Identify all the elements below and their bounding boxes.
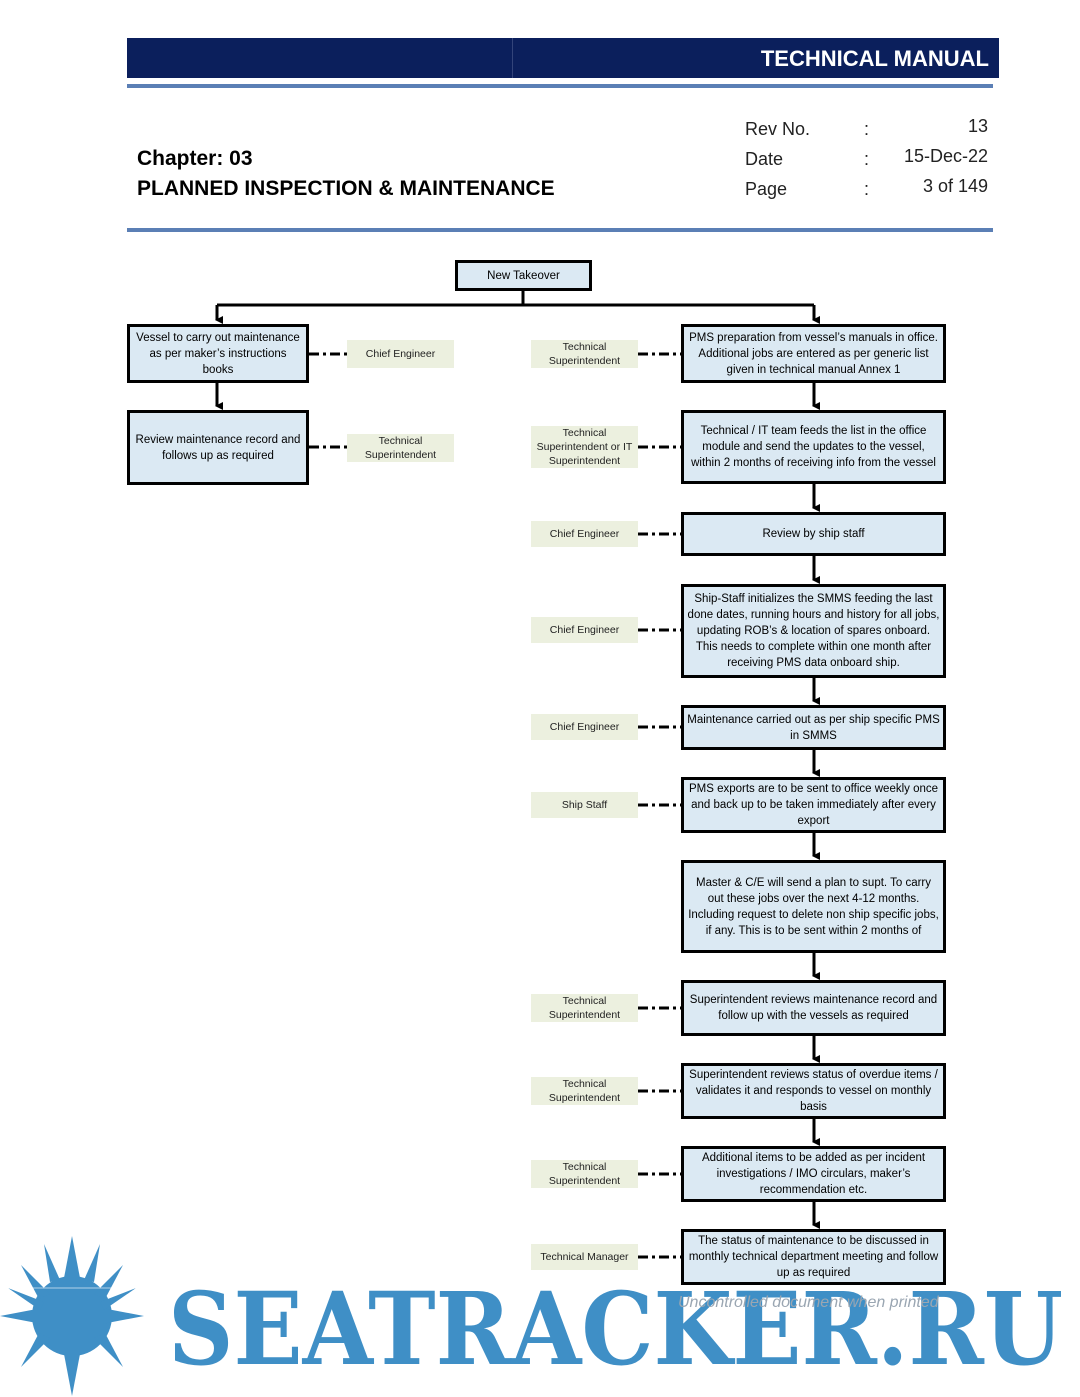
date-value: 15-Dec-22 [903, 146, 988, 166]
role-label-right-5: Chief Engineer [531, 714, 638, 740]
uncontrolled-document-note: Uncontrolled document when printed [678, 1294, 939, 1311]
flow-step-right-1: PMS preparation from vessel’s manuals in… [681, 324, 946, 383]
role-label-left-2: Technical Superintendent [347, 434, 454, 462]
role-label-right-4: Chief Engineer [531, 617, 638, 643]
manual-title: TECHNICAL MANUAL [760, 46, 989, 71]
chapter-number: Chapter: 03 [137, 147, 253, 170]
flow-step-right-4: Ship-Staff initializes the SMMS feeding … [681, 584, 946, 678]
flow-step-right-2: Technical / IT team feeds the list in th… [681, 410, 946, 484]
rev-label: Rev No. [745, 119, 811, 139]
rev-value: 13 [967, 116, 988, 136]
sun-icon [0, 1236, 144, 1396]
role-label-right-3: Chief Engineer [531, 521, 638, 547]
role-label-right-11: Technical Manager [531, 1244, 638, 1270]
role-label-right-9: Technical Superintendent [531, 1077, 638, 1105]
flow-step-right-6: PMS exports are to be sent to office wee… [681, 777, 946, 833]
chapter-title: PLANNED INSPECTION & MAINTENANCE [137, 177, 555, 200]
date-sep: : [864, 149, 870, 169]
role-label-right-2: Technical Superintendent or IT Superinte… [531, 426, 638, 468]
flow-step-new-takeover: New Takeover [455, 260, 592, 291]
page-value: 3 of 149 [922, 176, 988, 196]
header-rule [127, 84, 993, 88]
flow-step-left-2: Review maintenance record and follows up… [127, 410, 309, 485]
seatracker-watermark-logo: SEATRACKER.RU [0, 1236, 1080, 1396]
page-sep: : [864, 179, 870, 199]
flow-step-right-3: Review by ship staff [681, 512, 946, 556]
header-bottom-rule [127, 228, 993, 232]
flow-step-right-9: Superintendent reviews status of overdue… [681, 1063, 946, 1119]
banner-divider [512, 38, 513, 78]
flow-step-left-1: Vessel to carry out maintenance as per m… [127, 324, 309, 383]
page-label: Page [745, 179, 788, 199]
date-label: Date [745, 149, 784, 169]
role-label-right-6: Ship Staff [531, 792, 638, 818]
flow-step-right-11: The status of maintenance to be discusse… [681, 1229, 946, 1285]
role-label-left-1: Chief Engineer [347, 340, 454, 368]
flow-step-right-10: Additional items to be added as per inci… [681, 1146, 946, 1202]
role-label-right-1: Technical Superintendent [531, 340, 638, 368]
flow-step-right-8: Superintendent reviews maintenance recor… [681, 980, 946, 1036]
role-label-right-8: Technical Superintendent [531, 994, 638, 1022]
rev-sep: : [864, 119, 870, 139]
role-label-right-10: Technical Superintendent [531, 1160, 638, 1188]
flow-step-right-7: Master & C/E will send a plan to supt. T… [681, 860, 946, 953]
header-banner: TECHNICAL MANUAL [127, 38, 999, 78]
svg-text:SEATRACKER.RU: SEATRACKER.RU [168, 1270, 1063, 1388]
flow-step-right-5: Maintenance carried out as per ship spec… [681, 705, 946, 750]
